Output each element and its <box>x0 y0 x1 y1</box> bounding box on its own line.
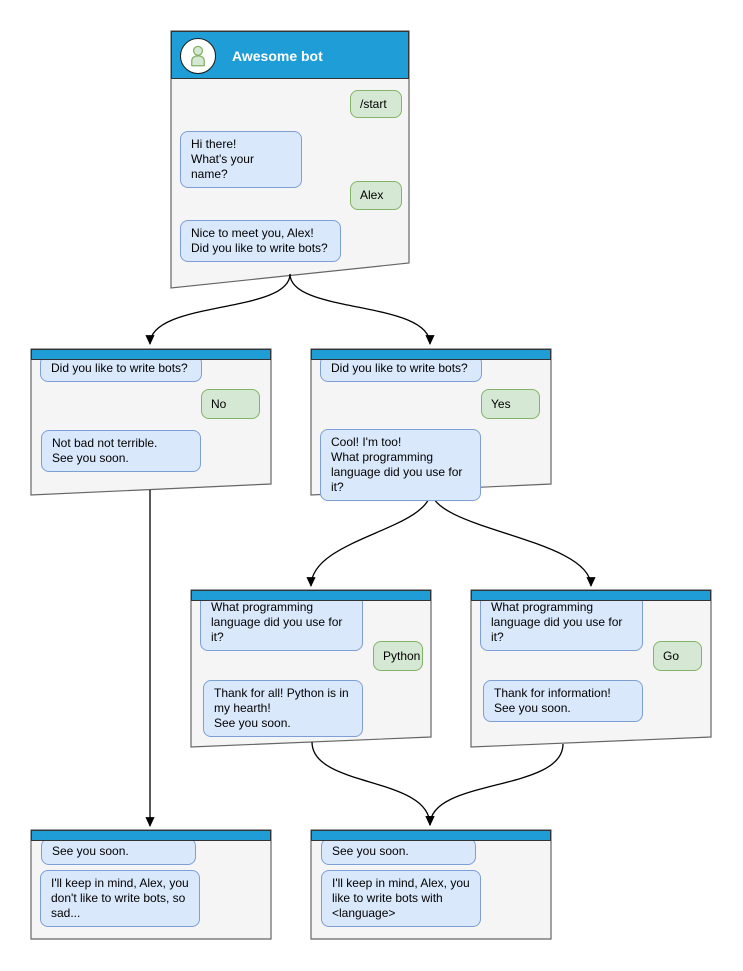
arrow-root-to-yes-branch <box>289 273 435 346</box>
chat-window-go-branch: What programming language did you use fo… <box>471 590 711 747</box>
python-branch-header <box>191 590 431 601</box>
yes-branch-header <box>311 349 551 360</box>
bot-message-question: What programming language did you use fo… <box>200 594 363 651</box>
bot-message-reply: Thank for all! Python is in my hearth! S… <box>203 680 363 737</box>
bot-message-reply: Cool! I'm too! What programming language… <box>320 429 481 501</box>
bot-message-reply: Thank for information! See you soon. <box>483 680 643 722</box>
arrow-yes-branch-to-go <box>430 489 596 588</box>
root-window-header: Awesome bot <box>171 31 409 79</box>
user-message-yes: Yes <box>481 389 540 419</box>
user-message-no: No <box>201 389 260 419</box>
no-branch-header <box>31 349 271 360</box>
arrow-go-to-end <box>425 743 564 827</box>
user-message-go: Go <box>653 641 702 671</box>
chat-window-end-no: See you soon. I'll keep in mind, Alex, y… <box>31 830 271 939</box>
chat-window-root: Awesome bot /start Hi there! What's your… <box>171 31 409 288</box>
bot-message-recap: See you soon. <box>41 838 196 865</box>
user-message-name: Alex <box>350 181 402 210</box>
bot-message-greeting: Hi there! What's your name? <box>180 131 302 188</box>
end-yes-header <box>311 830 551 841</box>
user-message-start: /start <box>350 90 402 118</box>
bot-message-ask: Nice to meet you, Alex! Did you like to … <box>180 220 341 262</box>
bot-message-reply: Not bad not terrible. See you soon. <box>41 430 201 472</box>
bot-avatar <box>180 38 216 74</box>
user-message-python: Python <box>373 641 423 671</box>
arrow-root-to-no-branch <box>145 273 291 346</box>
bot-message-final: I'll keep in mind, Alex, you don't like … <box>40 870 200 927</box>
end-no-header <box>31 830 271 841</box>
arrow-yes-branch-to-python <box>306 489 432 588</box>
arrow-python-to-end <box>311 741 435 827</box>
chat-window-python-branch: What programming language did you use fo… <box>191 590 431 747</box>
go-branch-header <box>471 590 711 601</box>
chat-window-no-branch: Did you like to write bots? No Not bad n… <box>31 349 271 495</box>
bot-message-question: What programming language did you use fo… <box>480 594 643 651</box>
bot-message-recap: See you soon. <box>321 838 476 865</box>
person-icon <box>191 45 205 67</box>
chat-window-end-yes: See you soon. I'll keep in mind, Alex, y… <box>311 830 551 939</box>
chat-window-yes-branch: Did you like to write bots? Yes Cool! I'… <box>311 349 551 501</box>
bot-message-final: I'll keep in mind, Alex, you like to wri… <box>321 870 481 927</box>
window-title: Awesome bot <box>232 48 323 64</box>
